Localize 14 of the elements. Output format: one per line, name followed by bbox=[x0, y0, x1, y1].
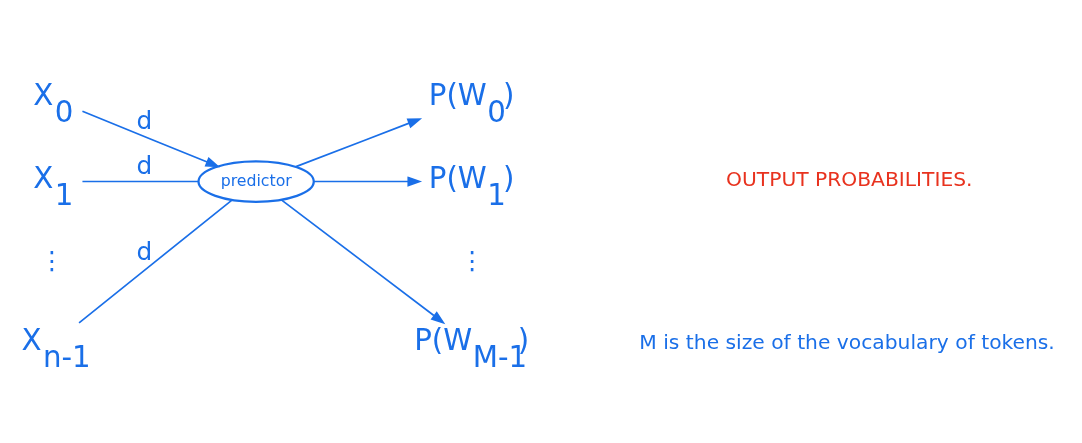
label: ⋮ bbox=[459, 245, 485, 275]
edge-label: d bbox=[136, 151, 153, 181]
connector bbox=[78, 199, 233, 324]
label: ⋮ bbox=[39, 245, 65, 275]
label: M is the size of the vocabulary of tokens. bbox=[639, 329, 1055, 354]
arrow bbox=[295, 118, 423, 168]
edge-label: d bbox=[136, 106, 153, 136]
node-ellipse: predictor bbox=[197, 160, 315, 203]
edge-label: d bbox=[136, 236, 153, 266]
label: OUTPUT PROBABILITIES. bbox=[726, 167, 973, 192]
arrow bbox=[280, 198, 446, 325]
connector bbox=[81, 180, 199, 183]
arrow bbox=[313, 176, 423, 187]
arrow bbox=[81, 110, 221, 168]
